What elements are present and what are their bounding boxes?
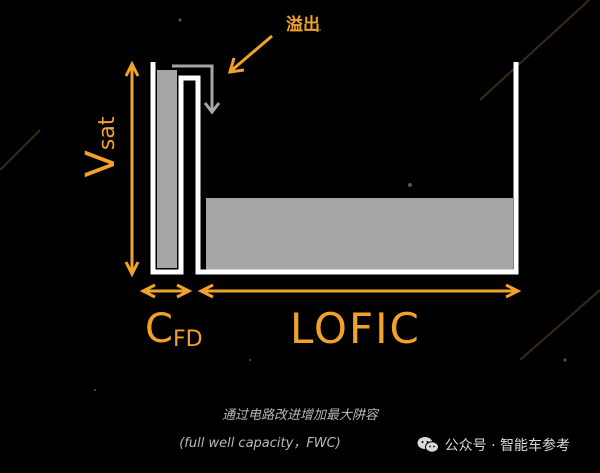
overflow-label: 溢出 [286,15,320,35]
cfd-label-sub: FD [172,327,203,352]
vsat-dimension-arrow [124,60,140,278]
cfd-label: CFD [145,306,203,352]
lofic-capacitor-fill [206,198,513,270]
container-walls [150,62,519,275]
cfd-label-main: C [145,306,173,352]
vsat-label-main: V [78,150,124,178]
background-streaks [0,0,600,361]
sparkle-dots [94,18,567,391]
caption-english: (full well capacity，FWC) [179,436,341,451]
floating-diffusion-fill [157,70,177,268]
watermark-text: 公众号 · 智能车参考 [444,438,570,454]
vsat-label-sub: sat [95,116,120,151]
lofic-label: LOFIC [290,304,421,353]
watermark: 公众号 · 智能车参考 [417,435,570,455]
vsat-label: Vsat [78,102,128,192]
caption-chinese: 通过电路改进增加最大阱容 [221,408,378,423]
lofic-dimension-arrow [197,283,522,299]
wechat-icon [417,437,439,453]
overflow-label-pointer [227,34,273,74]
overflow-arrow [172,64,221,115]
cfd-dimension-arrow [139,283,193,299]
